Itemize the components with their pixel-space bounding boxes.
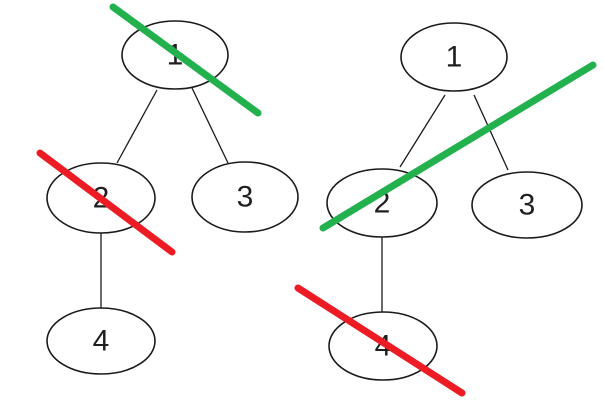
right-tree-edge-1-3 bbox=[473, 94, 509, 171]
right-tree-node-2-ellipse bbox=[326, 168, 438, 238]
right-tree-node-1-label: 1 bbox=[446, 41, 463, 74]
left-tree: 1234 bbox=[36, 3, 299, 375]
left-tree-edge-1-2 bbox=[116, 89, 158, 164]
right-tree-green-slash-node-2-mark bbox=[319, 61, 597, 232]
left-tree-green-slash-node-1-mark bbox=[109, 3, 262, 117]
right-tree-node-3-ellipse bbox=[471, 171, 583, 239]
left-tree-node-4-ellipse bbox=[46, 307, 156, 375]
left-tree-node-3-label: 3 bbox=[237, 181, 254, 214]
right-tree-red-slash-node-4-mark bbox=[294, 284, 466, 397]
left-tree-red-slash-node-2-mark bbox=[36, 149, 176, 256]
left-tree-node-3-ellipse bbox=[191, 161, 299, 233]
left-tree-edge-1-3 bbox=[191, 87, 229, 164]
left-tree-node-4-label: 4 bbox=[93, 325, 110, 358]
right-tree-node-1-ellipse bbox=[400, 22, 508, 92]
right-tree-node-3-label: 3 bbox=[519, 189, 536, 222]
right-tree-edge-1-2 bbox=[399, 94, 446, 168]
right-tree: 1234 bbox=[294, 22, 597, 397]
